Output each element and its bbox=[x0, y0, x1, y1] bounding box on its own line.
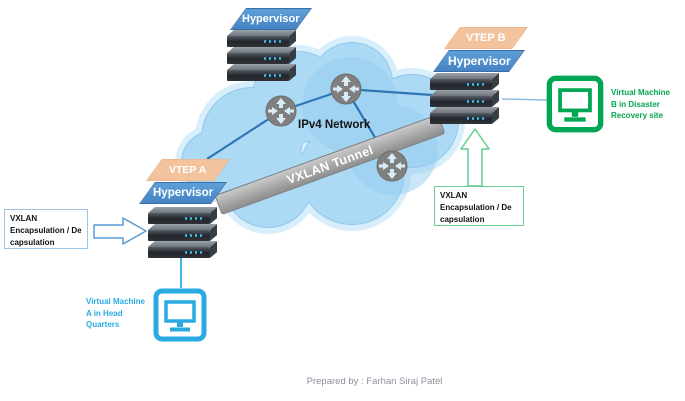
server-icon bbox=[430, 90, 500, 107]
server-icon bbox=[148, 207, 218, 224]
server-icon bbox=[148, 241, 218, 258]
server-icon bbox=[148, 224, 218, 241]
encap-box-site-b: VXLAN Encapsulation / De capsulation bbox=[434, 186, 524, 226]
prepared-by-note: Prepared by : Farhan Siraj Patel bbox=[306, 376, 443, 387]
vm-a-monitor-icon bbox=[153, 288, 207, 342]
server-stack-site-a bbox=[148, 207, 218, 258]
encap-arrow-right-icon bbox=[93, 217, 147, 245]
vm-a-caption: Virtual Machine A in Head Quarters bbox=[86, 297, 145, 330]
vm-b-monitor-icon bbox=[546, 75, 604, 133]
vm-b-caption: Virtual Machine B in Disaster Recovery s… bbox=[611, 88, 670, 121]
router-icon bbox=[265, 95, 297, 127]
server-icon bbox=[227, 47, 297, 64]
router-icon bbox=[376, 150, 408, 182]
encap-arrow-up-icon bbox=[460, 128, 490, 187]
server-icon bbox=[227, 64, 297, 81]
server-stack-top bbox=[227, 30, 297, 81]
ipv4-network-label: IPv4 Network bbox=[298, 119, 371, 131]
link-serverb-vmb bbox=[501, 98, 549, 101]
encap-box-site-a: VXLAN Encapsulation / De capsulation bbox=[4, 209, 88, 249]
hypervisor-b-tag: Hypervisor bbox=[433, 50, 525, 72]
server-icon bbox=[227, 30, 297, 47]
router-icon bbox=[330, 73, 362, 105]
server-stack-site-b bbox=[430, 73, 500, 124]
server-icon bbox=[430, 107, 500, 124]
server-icon bbox=[430, 73, 500, 90]
